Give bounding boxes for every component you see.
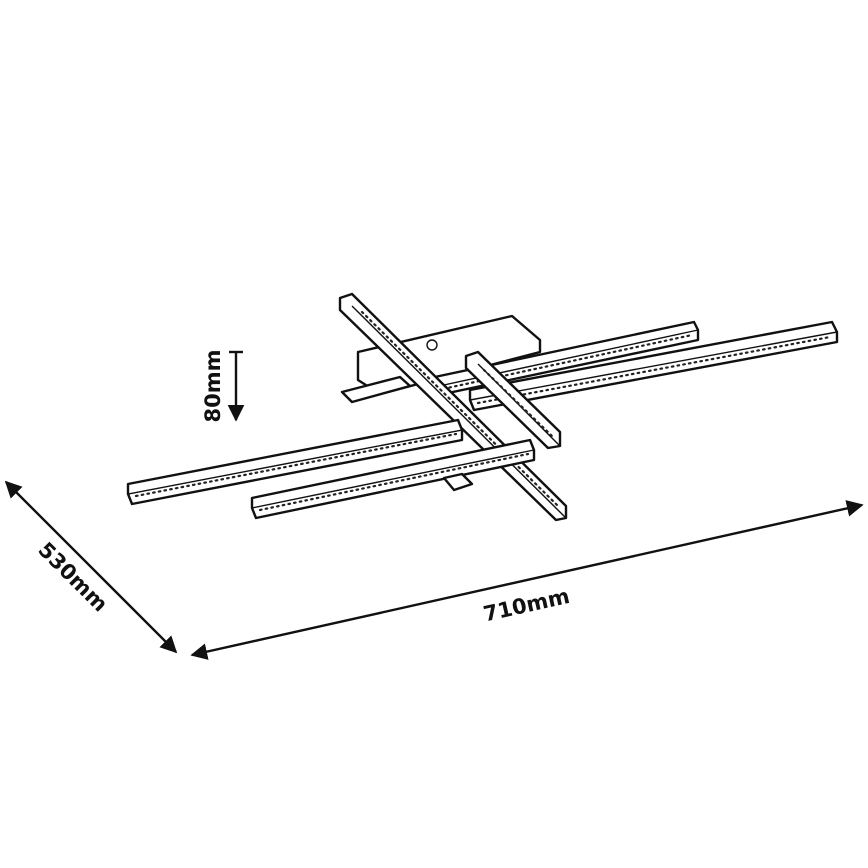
center-connector: [442, 472, 474, 492]
width-label: 710mm: [481, 584, 572, 627]
light-bar-upper-right: [468, 320, 839, 412]
height-label: 80mm: [201, 350, 225, 423]
light-bar-lower-left-long: [126, 418, 464, 506]
dimension-depth: 530mm: [4, 480, 178, 654]
mounting-base-plate: [340, 314, 542, 404]
dimension-width: 710mm: [190, 500, 864, 660]
light-bar-diagonal-short: [464, 350, 562, 450]
depth-arrow: [4, 480, 178, 654]
width-arrow: [190, 500, 864, 660]
ceiling-lamp-illustration: [126, 292, 839, 522]
dimension-height: 80mm: [201, 350, 245, 423]
